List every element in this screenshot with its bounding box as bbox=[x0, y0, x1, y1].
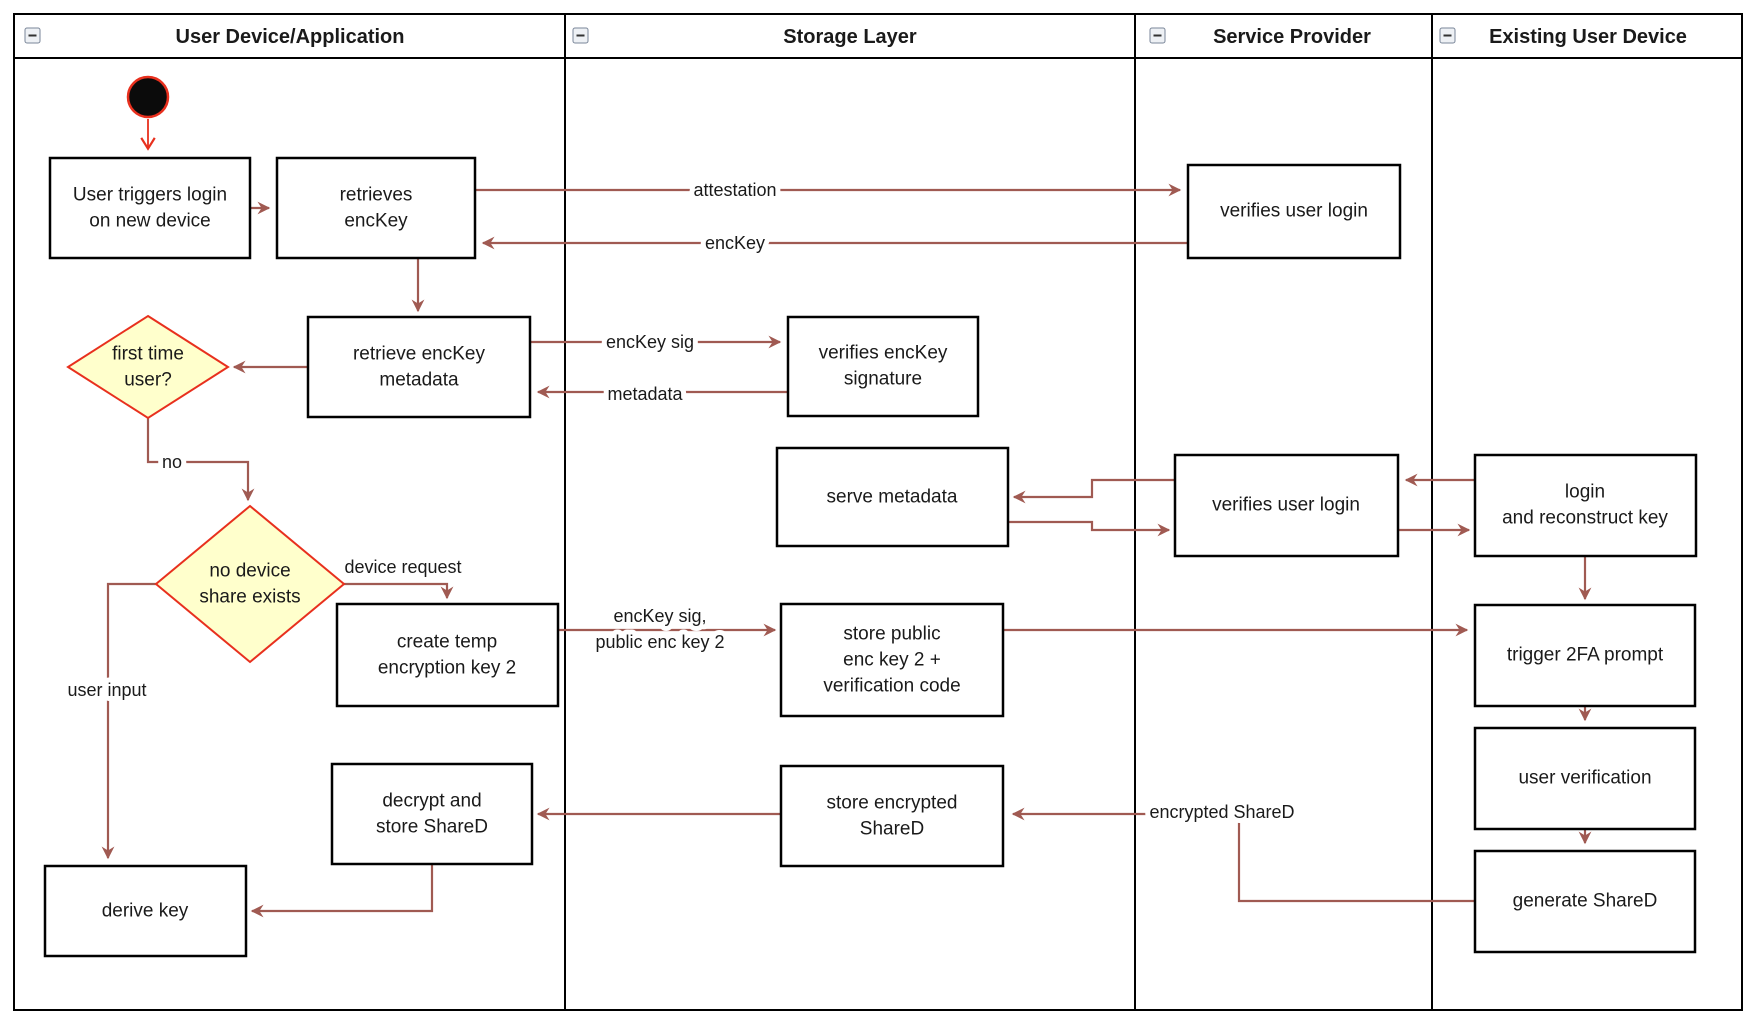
edge-device-request bbox=[344, 582, 454, 600]
collapse-button-lane-3[interactable] bbox=[1149, 27, 1166, 44]
node-label: User triggers login bbox=[73, 185, 227, 206]
edge-label-enckey-sig-public-2: public enc key 2 bbox=[595, 632, 724, 652]
edge-label-no: no bbox=[162, 452, 182, 472]
decision-first-time-user: first time user? bbox=[66, 314, 230, 420]
node-start bbox=[126, 75, 170, 119]
node-label: user? bbox=[124, 370, 172, 391]
lane-title-storage-layer: Storage Layer bbox=[783, 26, 917, 48]
node-verifies-user-login-top: verifies user login bbox=[1186, 163, 1402, 260]
node-label: store public bbox=[843, 624, 940, 645]
node-login-reconstruct-key: login and reconstruct key bbox=[1473, 453, 1698, 558]
node-label: user verification bbox=[1518, 768, 1651, 789]
edge-label-enckey-sig-public-1: encKey sig, bbox=[613, 606, 706, 626]
edges bbox=[101, 119, 1592, 918]
edge-user-input bbox=[101, 582, 156, 860]
edge-label-enckey: encKey bbox=[705, 233, 765, 253]
lane-title-user-device: User Device/Application bbox=[176, 26, 405, 48]
node-label: verifies user login bbox=[1212, 495, 1360, 516]
node-label: retrieve encKey bbox=[353, 344, 486, 365]
node-label: store encrypted bbox=[827, 793, 958, 814]
collapse-button-lane-4[interactable] bbox=[1439, 27, 1456, 44]
node-label: first time bbox=[112, 344, 184, 365]
node-user-triggers-login: User triggers login on new device bbox=[48, 156, 252, 260]
decision-no-device-share: no device share exists bbox=[154, 504, 346, 664]
node-retrieves-enckey: retrieves encKey bbox=[275, 156, 477, 260]
edge-serve-metadata-to-verifies-mid bbox=[1008, 520, 1171, 537]
node-label: generate ShareD bbox=[1513, 891, 1658, 912]
node-store-encrypted-shared: store encrypted ShareD bbox=[779, 764, 1005, 868]
initial-node-icon bbox=[126, 75, 170, 119]
node-verifies-user-login-mid: verifies user login bbox=[1173, 453, 1400, 558]
edge-verifies-mid-to-serve-metadata bbox=[1012, 478, 1175, 504]
lane-headers: User Device/Application Storage Layer Se… bbox=[24, 26, 1687, 48]
edge-label-user-input: user input bbox=[67, 680, 146, 700]
node-label: on new device bbox=[89, 211, 210, 232]
edge-label-device-request: device request bbox=[344, 557, 461, 577]
collapse-button-lane-2[interactable] bbox=[572, 27, 589, 44]
node-label: verifies user login bbox=[1220, 201, 1368, 222]
node-label: store ShareD bbox=[376, 817, 488, 838]
edge-label-enckey-sig: encKey sig bbox=[606, 332, 694, 352]
edge-no-branch bbox=[146, 418, 255, 502]
edge-label-metadata: metadata bbox=[607, 384, 683, 404]
node-verifies-enckey-signature: verifies encKey signature bbox=[786, 315, 980, 418]
node-label: login bbox=[1565, 482, 1605, 503]
node-label: enc key 2 + bbox=[843, 650, 941, 671]
node-trigger-2fa-prompt: trigger 2FA prompt bbox=[1473, 603, 1697, 708]
node-label: verifies encKey bbox=[819, 343, 948, 364]
node-derive-key: derive key bbox=[43, 864, 248, 958]
node-label: trigger 2FA prompt bbox=[1507, 645, 1664, 666]
node-label: verification code bbox=[823, 676, 960, 697]
node-label: create temp bbox=[397, 632, 497, 653]
node-decrypt-store-shared: decrypt and store ShareD bbox=[330, 762, 534, 866]
diagram-border bbox=[13, 13, 1743, 1011]
edge-encrypted-shared bbox=[1011, 807, 1475, 903]
edge-labels: attestation encKey encKey sig metadata n… bbox=[62, 175, 1299, 827]
node-user-verification: user verification bbox=[1473, 726, 1697, 831]
node-generate-shared: generate ShareD bbox=[1473, 849, 1697, 954]
node-label: ShareD bbox=[860, 819, 924, 840]
node-label: encKey bbox=[344, 211, 408, 232]
node-label: and reconstruct key bbox=[1502, 508, 1668, 529]
node-create-temp-key: create temp encryption key 2 bbox=[335, 602, 560, 708]
lane-title-existing-user-device: Existing User Device bbox=[1489, 26, 1687, 48]
node-label: share exists bbox=[199, 587, 300, 608]
node-serve-metadata: serve metadata bbox=[775, 446, 1010, 548]
edge-decrypt-to-derive-key bbox=[250, 864, 434, 918]
node-label: encryption key 2 bbox=[378, 658, 516, 679]
node-label: signature bbox=[844, 369, 922, 390]
node-label: no device bbox=[209, 561, 290, 582]
collapse-button-lane-1[interactable] bbox=[24, 27, 41, 44]
node-label: retrieves bbox=[340, 185, 413, 206]
node-store-public-key: store public enc key 2 + verification co… bbox=[779, 602, 1005, 718]
edge-label-encrypted-shared: encrypted ShareD bbox=[1149, 802, 1294, 822]
node-label: metadata bbox=[379, 370, 459, 391]
node-label: serve metadata bbox=[827, 487, 958, 508]
node-retrieve-enckey-metadata: retrieve encKey metadata bbox=[306, 315, 532, 419]
node-label: decrypt and bbox=[382, 791, 481, 812]
edge-label-attestation: attestation bbox=[693, 180, 776, 200]
swimlane-frame bbox=[13, 13, 1743, 1011]
node-label: derive key bbox=[102, 901, 189, 922]
lane-title-service-provider: Service Provider bbox=[1213, 26, 1371, 48]
